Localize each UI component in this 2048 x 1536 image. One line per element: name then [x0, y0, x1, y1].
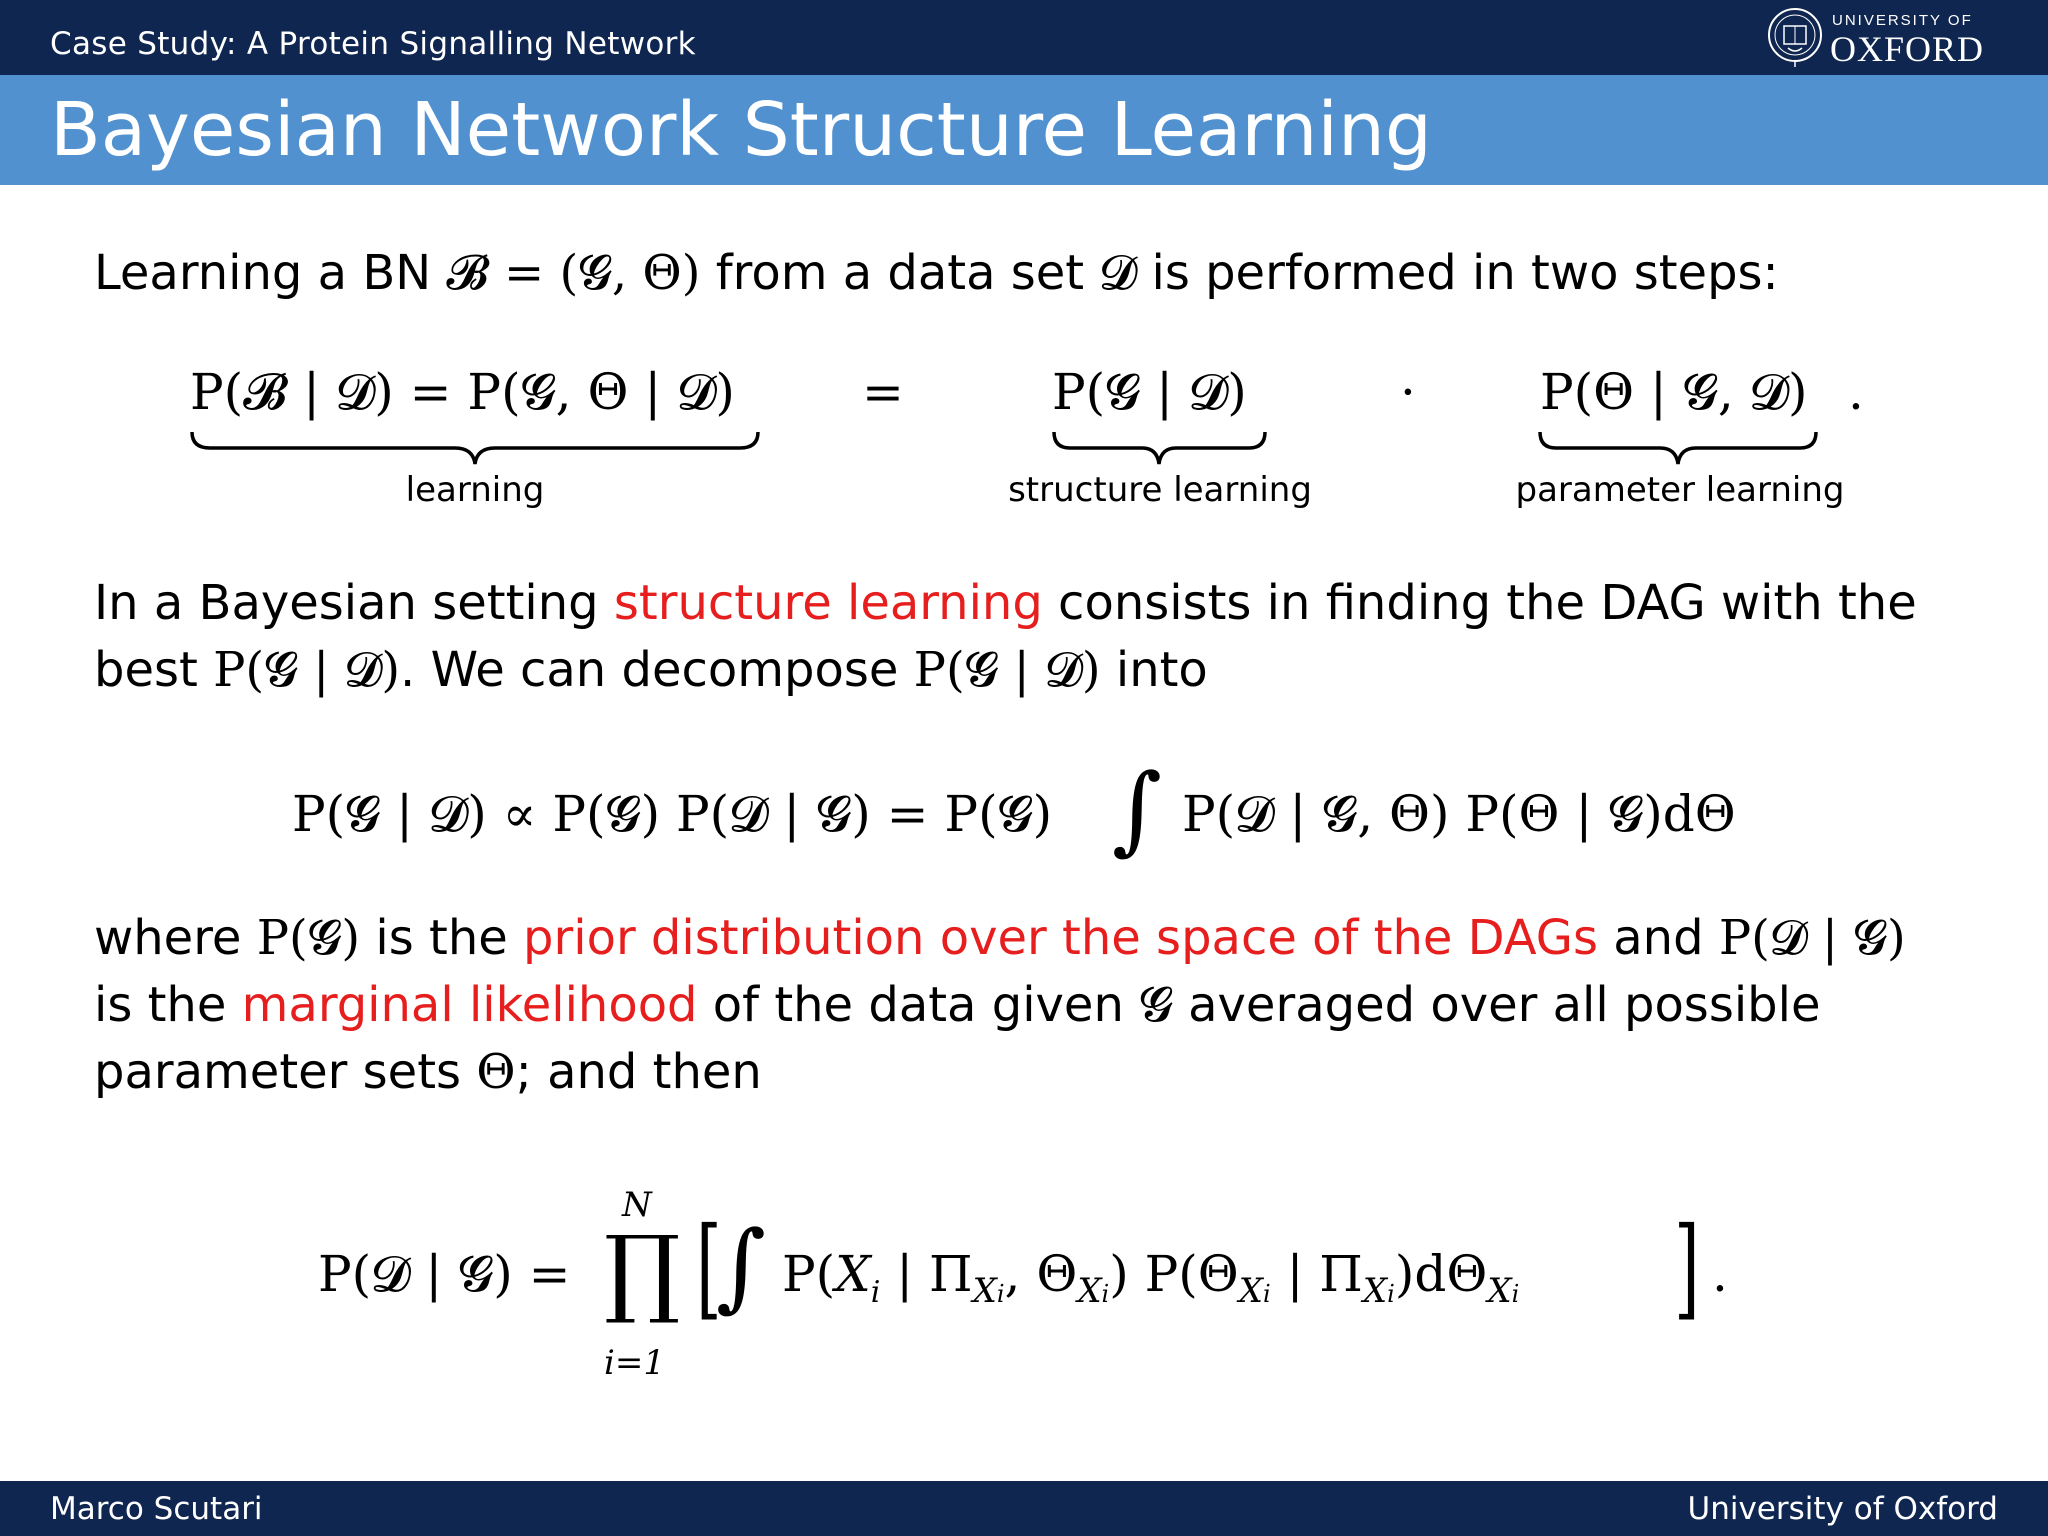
prior-line2: is the marginal likelihood of the data g… — [94, 972, 1821, 1039]
prior-line3: parameter sets Θ; and then — [94, 1039, 762, 1106]
subscript: i — [1511, 1280, 1520, 1308]
right-bracket: ] — [1674, 1203, 1700, 1331]
eq3-lhs: P(𝓓 | 𝓖) = — [318, 1245, 571, 1303]
eq1-structure-term: P(𝓖 | 𝓓) — [1052, 363, 1247, 421]
logo-text-small: UNIVERSITY OF — [1832, 12, 1973, 29]
math-theta: Θ — [476, 1044, 516, 1100]
var-x: X — [1077, 1271, 1102, 1311]
text: from a data set — [700, 245, 1100, 301]
math-likelihood: P(𝓓 | 𝓖) — [1718, 910, 1906, 966]
footer-author: Marco Scutari — [50, 1491, 263, 1527]
frame-title: Bayesian Network Structure Learning — [50, 87, 1432, 173]
eq1-period: . — [1848, 363, 1864, 421]
text: | Π — [880, 1245, 973, 1303]
highlight-marginal-likelihood: marginal likelihood — [241, 977, 698, 1033]
subscript: i — [1387, 1280, 1395, 1308]
eq2-left: P(𝓖 | 𝓓) ∝ P(𝓖) P(𝓓 | 𝓖) = P(𝓖) — [292, 785, 1053, 843]
product-sign: ∏ — [604, 1215, 681, 1327]
text: ) P(Θ — [1109, 1245, 1239, 1303]
highlight-prior-distribution: prior distribution over the space of the… — [523, 910, 1598, 966]
eq2-right: P(𝓓 | 𝓖, Θ) P(Θ | 𝓖)dΘ — [1182, 785, 1736, 843]
var-x: X — [835, 1245, 871, 1303]
integral-sign: ∫ — [716, 1210, 767, 1322]
subscript: i — [1262, 1280, 1271, 1308]
math-prior: P(𝓖) — [256, 910, 361, 966]
structure-learning-line1: In a Bayesian setting structure learning… — [94, 570, 1917, 637]
product-upper: N — [622, 1185, 652, 1225]
highlight-structure-learning: structure learning — [613, 575, 1043, 631]
text: is performed in two steps: — [1136, 245, 1779, 301]
frame-title-bar: Bayesian Network Structure Learning — [0, 75, 2048, 185]
math-posterior: P(𝓖 | 𝓓) — [213, 642, 401, 698]
var-x: X — [972, 1271, 997, 1311]
eq3-integrand: P(Xi | ΠXi, ΘXi) P(ΘXi | ΠXi)dΘXi — [782, 1245, 1519, 1312]
text: parameter sets — [94, 1044, 477, 1100]
product-lower: i=1 — [604, 1343, 665, 1383]
text: , Θ — [1004, 1245, 1078, 1303]
eq1-lhs: P(𝓑 | 𝓓) = P(𝓖, Θ | 𝓓) — [190, 363, 735, 421]
label-parameter-learning: parameter learning — [1515, 470, 1845, 510]
intro-sentence: Learning a BN 𝓑 = (𝓖, Θ) from a data set… — [94, 240, 1779, 307]
structure-learning-line2: best P(𝓖 | 𝓓). We can decompose P(𝓖 | 𝓓)… — [94, 637, 1208, 704]
subscript: i — [870, 1275, 881, 1310]
logo-text-big: OXFORD — [1830, 29, 1985, 69]
footer-institute: University of Oxford — [1687, 1491, 1998, 1527]
text: | Π — [1270, 1245, 1363, 1303]
var-x: X — [1362, 1271, 1388, 1311]
text: best — [94, 642, 214, 698]
text: and — [1598, 910, 1719, 966]
prior-line1: where P(𝓖) is the prior distribution ove… — [94, 905, 1906, 972]
text: Learning a BN — [94, 245, 447, 301]
slide-content: Learning a BN 𝓑 = (𝓖, Θ) from a data set… — [0, 185, 2048, 1481]
footer-bar: Marco Scutari University of Oxford — [0, 1481, 2048, 1536]
text: ; and then — [515, 1044, 762, 1100]
eq1-parameter-term: P(Θ | 𝓖, 𝓓) — [1540, 363, 1808, 421]
text: of the data given — [697, 977, 1140, 1033]
label-learning: learning — [405, 470, 545, 510]
math-graph: 𝓖 — [1139, 977, 1173, 1033]
text: is the — [360, 910, 524, 966]
math-bn-def: 𝓑 = (𝓖, Θ) — [446, 245, 701, 301]
subscript: i — [1101, 1280, 1110, 1308]
integral-sign: ∫ — [1112, 753, 1163, 865]
text: In a Bayesian setting — [94, 575, 614, 631]
oxford-crest-icon — [1768, 8, 1822, 67]
eq3-period: . — [1712, 1245, 1728, 1303]
math-dataset: 𝓓 — [1099, 245, 1137, 301]
var-x: X — [1238, 1271, 1263, 1311]
left-bracket: [ — [696, 1203, 722, 1331]
section-title: Case Study: A Protein Signalling Network — [50, 26, 696, 62]
underbrace-structure — [1052, 431, 1267, 465]
text: is the — [94, 977, 242, 1033]
text: P( — [782, 1245, 836, 1303]
text: )dΘ — [1394, 1245, 1488, 1303]
math-posterior: P(𝓖 | 𝓓) — [913, 642, 1101, 698]
text: into — [1100, 642, 1208, 698]
text: where — [94, 910, 257, 966]
var-x: X — [1487, 1271, 1512, 1311]
label-structure-learning: structure learning — [1008, 470, 1312, 510]
text: consists in finding the DAG with the — [1042, 575, 1917, 631]
subscript: i — [996, 1280, 1005, 1308]
eq1-dot: · — [1400, 363, 1416, 421]
eq1-equals: = — [862, 363, 904, 421]
text: . We can decompose — [400, 642, 914, 698]
oxford-logo: UNIVERSITY OF OXFORD — [1766, 6, 2006, 70]
underbrace-parameter — [1538, 431, 1818, 465]
header-bar: Case Study: A Protein Signalling Network… — [0, 0, 2048, 75]
text: averaged over all possible — [1172, 977, 1821, 1033]
underbrace-learning — [190, 431, 760, 465]
